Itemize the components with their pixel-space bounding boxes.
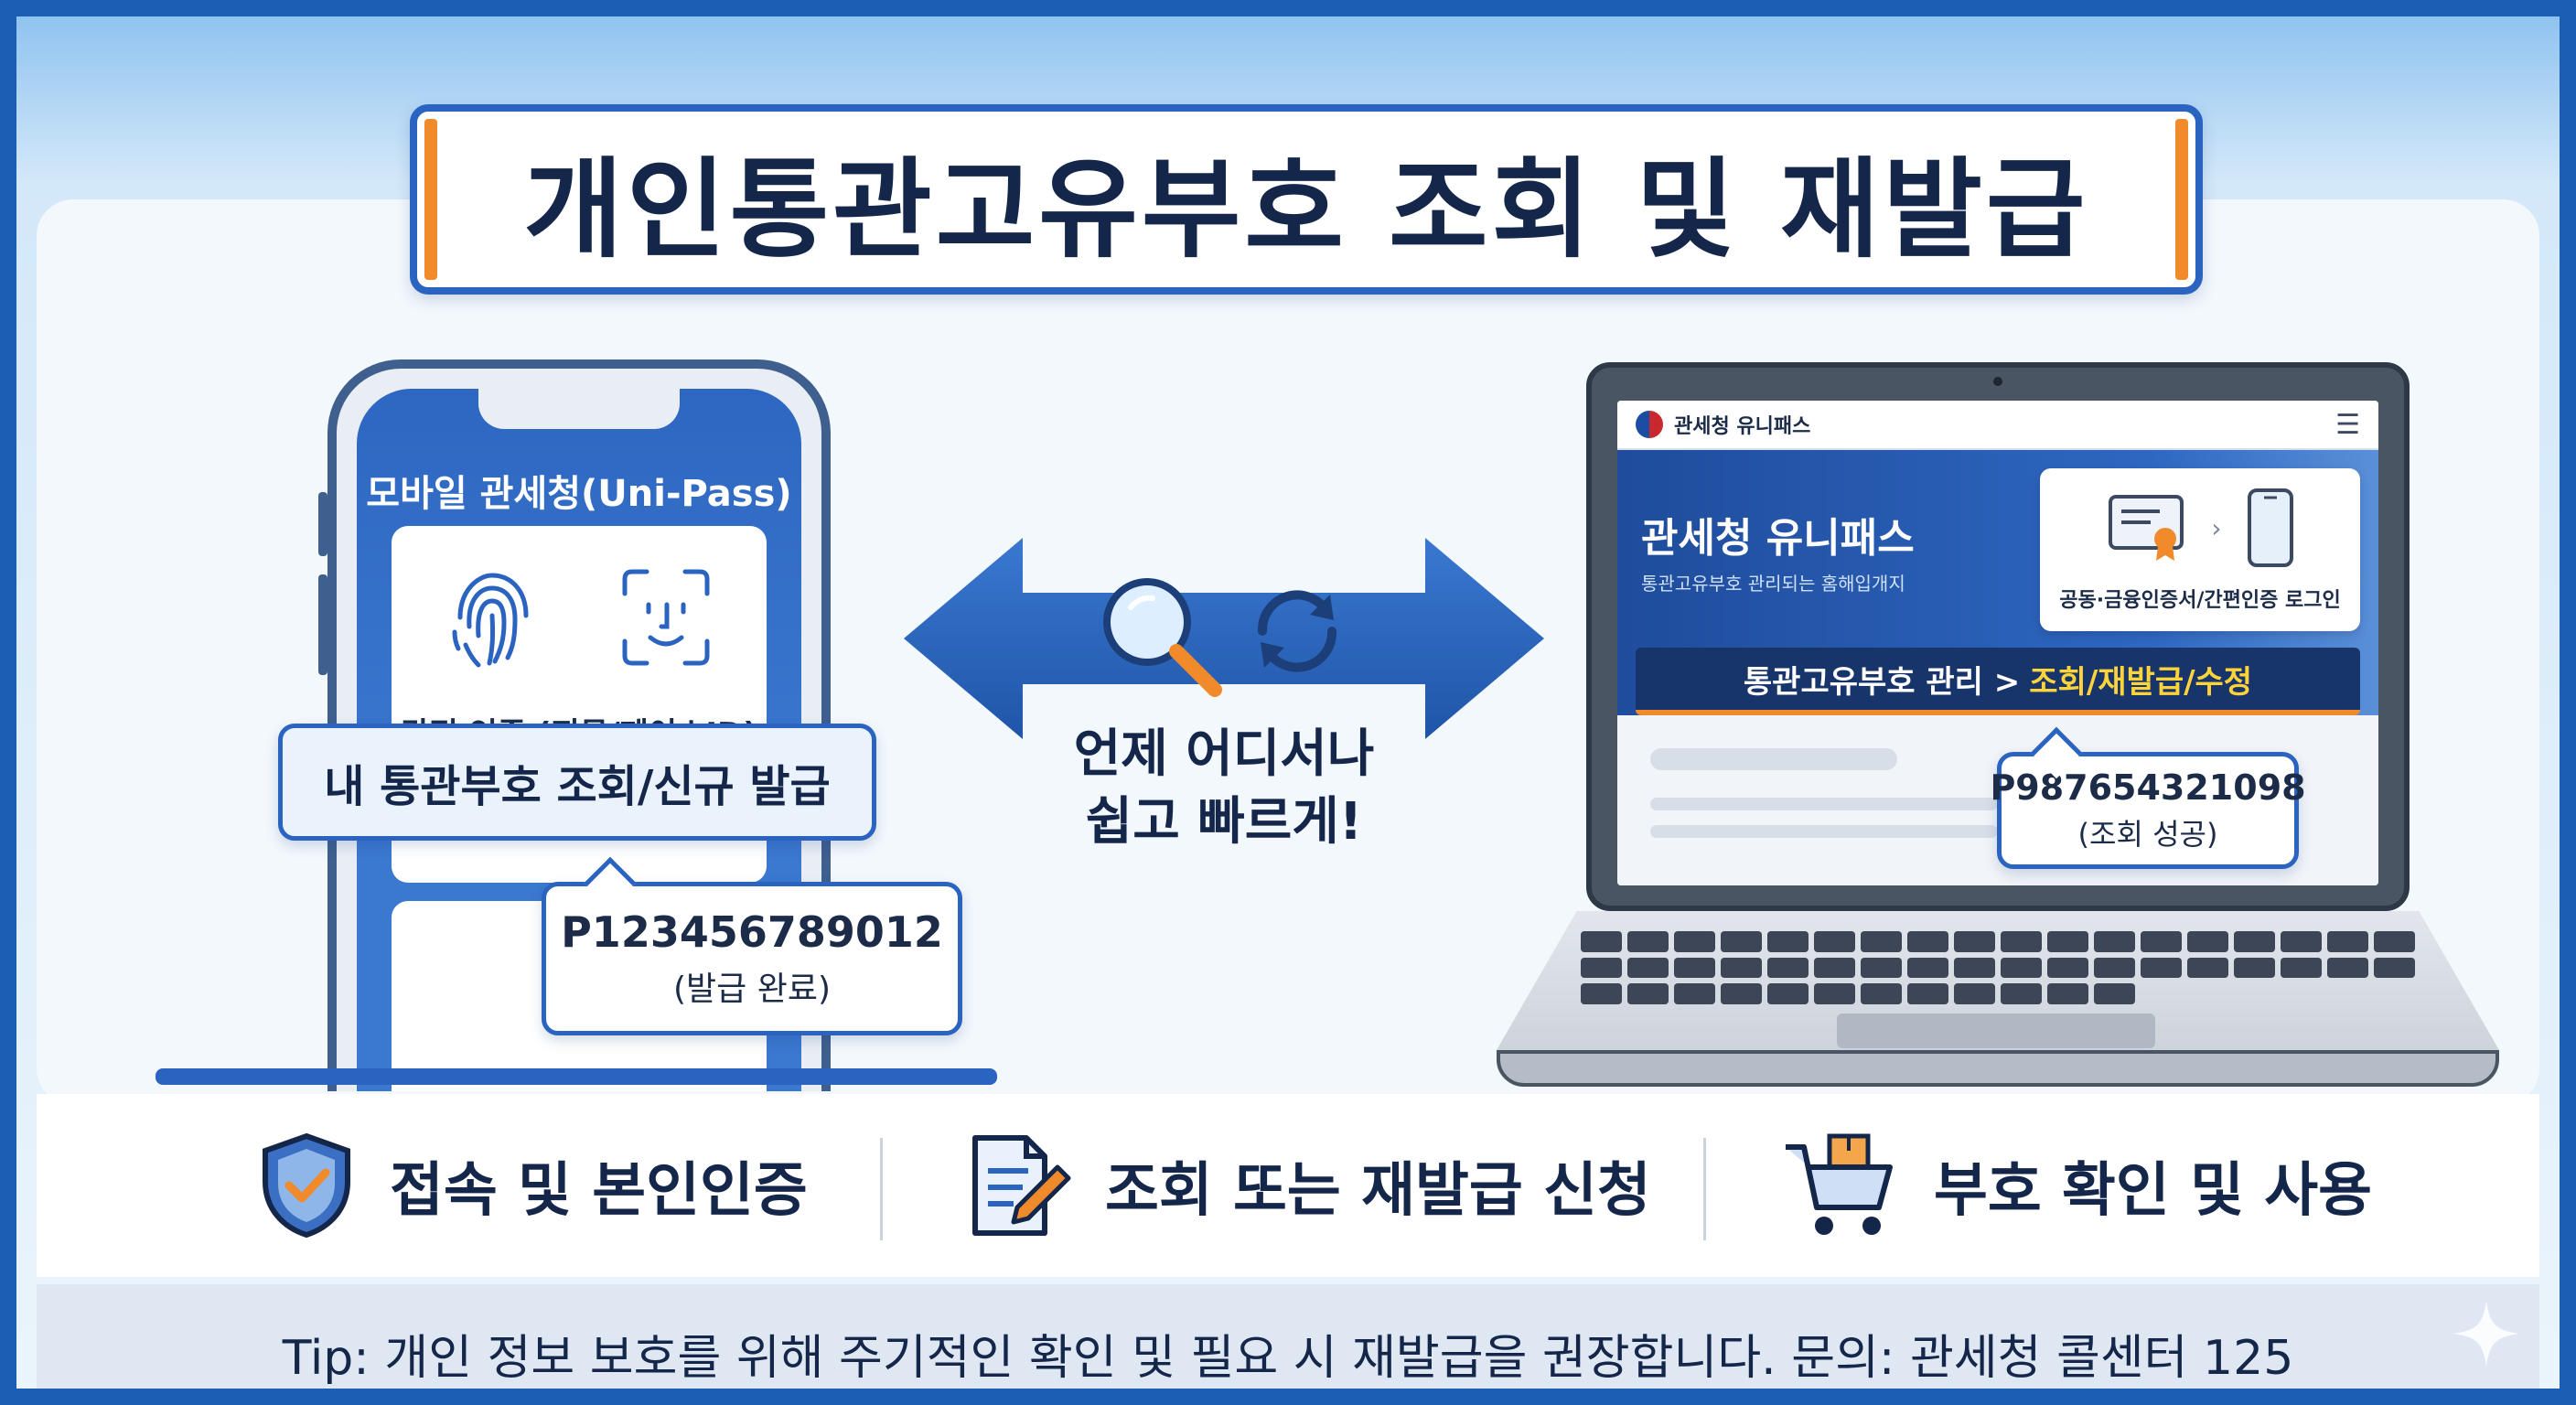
step-1: 접속 및 본인인증	[256, 1131, 808, 1240]
phone-side-button	[318, 574, 327, 675]
phone-result-bubble: P123456789012 (발급 완료)	[542, 856, 962, 1035]
step-2-label: 조회 또는 재발급 신청	[1105, 1157, 1651, 1225]
laptop-trackpad	[1837, 1014, 2155, 1048]
shield-check-icon	[263, 1132, 350, 1239]
phone-base-line	[156, 1068, 997, 1085]
breadcrumb-current[interactable]: 조회/재발급/수정	[2029, 663, 2253, 701]
hamburger-menu-icon[interactable]: ☰	[2335, 408, 2360, 441]
sparkle-icon	[2453, 1301, 2519, 1367]
laptop-base-edge	[1497, 1050, 2499, 1087]
phone-side-button	[318, 492, 327, 556]
center-slogan: 언제 어디서나 쉽고 빠르게!	[1041, 721, 1407, 856]
refresh-icon	[1257, 590, 1337, 672]
chevron-right-icon: ›	[2211, 512, 2222, 543]
steps-band	[37, 1094, 2539, 1277]
breadcrumb-prefix: 통관고유부호 관리 >	[1743, 663, 2021, 701]
tip-text: Tip: 개인 정보 보호를 위해 주기적인 확인 및 필요 시 재발급을 권장…	[282, 1330, 2294, 1386]
slogan-line-2: 쉽고 빠르게!	[1085, 792, 1363, 852]
phone-action-button[interactable]: 내 통관부호 조회/신규 발급	[278, 724, 876, 841]
phone-notch	[478, 389, 680, 429]
phone-result-status: (발급 완료)	[672, 971, 831, 1008]
login-card[interactable]: › 공동·금융인증서/간편인증 로그인	[2040, 468, 2360, 631]
placeholder-bar	[1650, 798, 1998, 810]
laptop-keyboard	[1581, 931, 2415, 1004]
step-divider	[880, 1138, 883, 1240]
step-2: 조회 또는 재발급 신청	[962, 1131, 1651, 1240]
laptop-result-code: P987654321098	[1990, 767, 2306, 808]
document-pen-icon	[972, 1135, 1071, 1236]
placeholder-bar	[1650, 748, 1897, 770]
step-3: 부호 확인 및 사용	[1782, 1131, 2372, 1240]
site-header: 관세청 유니패스 ☰	[1617, 401, 2378, 450]
page-title: 개인통관고유부호 조회 및 재발급	[523, 145, 2089, 273]
hero-subtitle: 통관고유부호 관리되는 홈해입개지	[1641, 573, 1905, 595]
phone-result-code: P123456789012	[561, 907, 943, 957]
laptop-result-status: (조회 성공)	[2077, 817, 2218, 852]
phone-app-header: 모바일 관세청(Uni-Pass)	[366, 473, 792, 515]
face-id-icon	[622, 569, 710, 666]
shopping-cart-icon	[1786, 1133, 1893, 1235]
slogan-line-1: 언제 어디서나	[1073, 724, 1375, 784]
step-divider	[1703, 1138, 1706, 1240]
customs-logo-icon	[1636, 411, 1663, 438]
site-brand[interactable]: 관세청 유니패스	[1674, 415, 1811, 438]
hero-title: 관세청 유니패스	[1641, 515, 1915, 562]
login-label: 공동·금융인증서/간편인증 로그인	[2059, 589, 2341, 612]
step-3-label: 부호 확인 및 사용	[1934, 1157, 2373, 1225]
magnifier-icon	[1103, 578, 1222, 697]
step-1-label: 접속 및 본인인증	[390, 1157, 808, 1225]
fingerprint-icon	[452, 573, 529, 668]
smartphone-icon	[2247, 488, 2293, 567]
laptop-camera	[1993, 377, 2002, 386]
certificate-icon	[2109, 495, 2184, 561]
placeholder-bar	[1650, 825, 1998, 838]
breadcrumb-nav[interactable]: 통관고유부호 관리 > 조회/재발급/수정	[1636, 648, 2360, 715]
double-arrow-icon	[904, 538, 1544, 739]
laptop-result-bubble: P987654321098 (조회 성공)	[1990, 726, 2306, 869]
tip-band: Tip: 개인 정보 보호를 위해 주기적인 확인 및 필요 시 재발급을 권장…	[37, 1284, 2539, 1389]
title-banner: 개인통관고유부호 조회 및 재발급	[410, 104, 2203, 295]
